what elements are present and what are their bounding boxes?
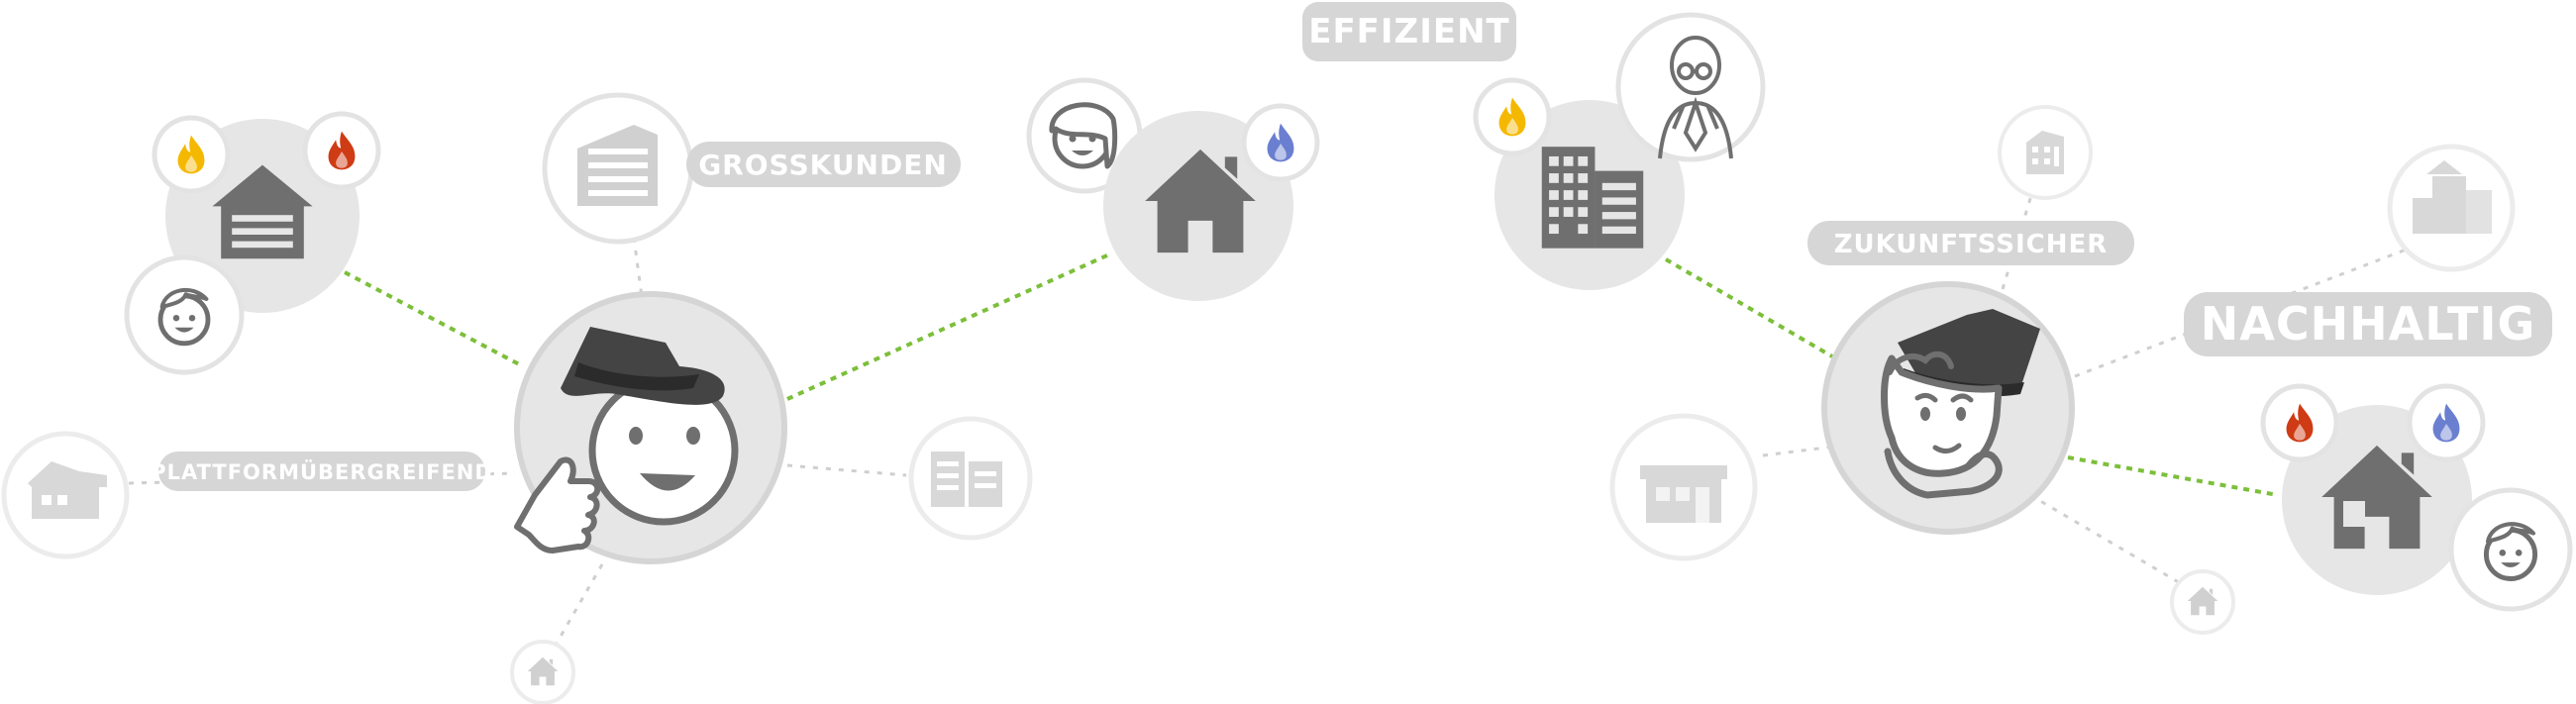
building-node-far-right-small bbox=[1998, 105, 2093, 200]
label-zukunftssicher: ZUKUNFTSSICHER bbox=[1807, 221, 2134, 265]
boy-avatar-left bbox=[124, 254, 245, 375]
chimney-sweep-right bbox=[1821, 281, 2075, 535]
house-node-tiny-right bbox=[2170, 569, 2235, 635]
label-plattform: PLATTFORMÜBERGREIFEND bbox=[151, 452, 493, 491]
flame-badge-red bbox=[302, 111, 381, 190]
label-plattform-text: PLATTFORMÜBERGREIFEND bbox=[151, 459, 493, 484]
house-icon bbox=[28, 461, 107, 519]
label-nachhaltig-text: NACHHALTIG bbox=[2201, 297, 2535, 351]
building-node-grosskunden bbox=[542, 92, 694, 245]
bungalow-node-right bbox=[1609, 413, 1758, 561]
office-node-right bbox=[1494, 100, 1685, 290]
label-grosskunden: GROSSKUNDEN bbox=[686, 142, 961, 187]
flame-badge-red-right bbox=[2260, 383, 2339, 462]
flame-badge-blue-right bbox=[2407, 383, 2486, 462]
building-node-far-right bbox=[2387, 144, 2516, 272]
label-grosskunden-text: GROSSKUNDEN bbox=[698, 149, 948, 181]
bungalow-node-left bbox=[1, 431, 130, 559]
chimney-sweep-icon bbox=[1881, 309, 2040, 499]
office-node-small bbox=[908, 416, 1033, 541]
girl-avatar bbox=[1026, 77, 1143, 194]
flame-badge-yellow-right bbox=[1473, 77, 1552, 156]
label-effizient: EFFIZIENT bbox=[1302, 2, 1516, 61]
house-icon bbox=[1640, 465, 1727, 523]
office-building-icon bbox=[2413, 160, 2492, 234]
chimney-sweep-icon bbox=[514, 327, 739, 553]
boy-avatar-right bbox=[2448, 487, 2573, 612]
label-nachhaltig: NACHHALTIG bbox=[2184, 292, 2552, 356]
old-man-avatar bbox=[1615, 12, 1766, 162]
flame-badge-blue bbox=[1241, 103, 1320, 182]
boy-face-icon bbox=[2486, 524, 2534, 578]
label-effizient-text: EFFIZIENT bbox=[1308, 12, 1510, 51]
boy-face-icon bbox=[160, 290, 208, 344]
office-building-icon bbox=[931, 452, 1002, 507]
green-links bbox=[344, 252, 2279, 497]
house-node-tiny-left bbox=[510, 640, 575, 704]
office-building-icon bbox=[577, 125, 658, 206]
label-zukunftssicher-text: ZUKUNFTSSICHER bbox=[1834, 230, 2109, 259]
old-man-icon bbox=[1658, 36, 1733, 159]
office-building-icon bbox=[2026, 131, 2064, 174]
flame-badge-yellow bbox=[152, 115, 231, 194]
girl-face-icon bbox=[1049, 102, 1118, 169]
chimney-sweep-left bbox=[514, 291, 787, 564]
